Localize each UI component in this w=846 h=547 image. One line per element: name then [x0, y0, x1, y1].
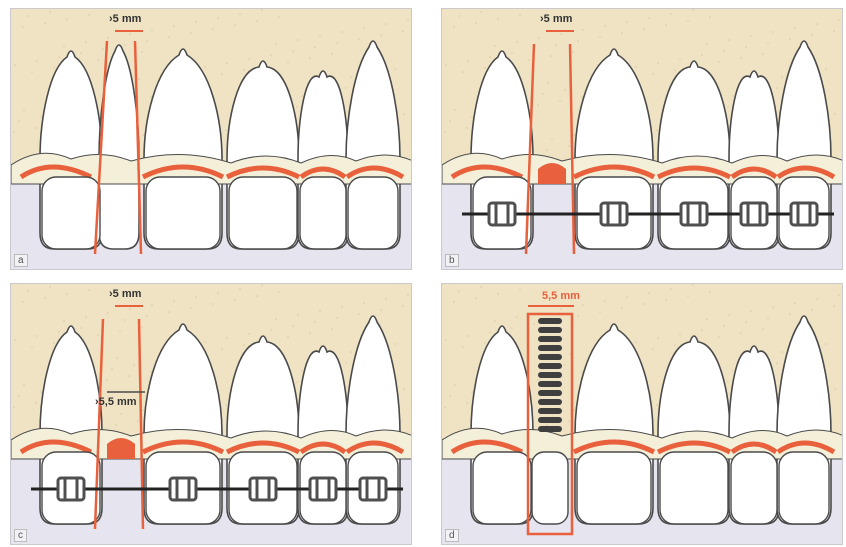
panel-a-illustration [11, 9, 412, 270]
panel-c-bracket-1 [58, 478, 84, 500]
panel-d-implant-width-label: 5,5 mm [542, 290, 580, 302]
panel-b-letter: b [445, 254, 459, 267]
panel-a-crown-6 [348, 177, 398, 249]
panel-c-bracket-4 [310, 478, 336, 500]
panel-a: ›5 mm a [10, 8, 412, 270]
panel-b-space-gingiva [538, 163, 566, 184]
panel-b-gap-measure-label: ›5 mm [540, 13, 572, 25]
panel-b-bracket-1 [489, 203, 515, 225]
panel-b-bracket-5 [791, 203, 817, 225]
panel-a-crown-4 [229, 177, 297, 249]
panel-c-space-gingiva [107, 438, 135, 459]
panel-d-crown-5 [731, 452, 777, 524]
panel-d: 5,5 mm d [441, 283, 843, 545]
panel-c-bracket-2 [170, 478, 196, 500]
panel-b-illustration [442, 9, 843, 270]
panel-c-letter: c [14, 529, 27, 542]
panel-c-gap-measure-label: ›5 mm [109, 288, 141, 300]
panel-b: ›5 mm b [441, 8, 843, 270]
panel-c: ›5 mm ›5,5 mm c [10, 283, 412, 545]
panel-a-crown-1 [42, 177, 100, 249]
panel-d-implant-crown [532, 452, 568, 524]
panel-a-crown-5 [300, 177, 346, 249]
panel-d-crown-1 [473, 452, 531, 524]
panel-d-crown-3 [577, 452, 651, 524]
panel-b-bracket-4 [741, 203, 767, 225]
panel-d-illustration [442, 284, 843, 545]
panel-a-crown-3 [146, 177, 220, 249]
panel-b-bracket-3 [681, 203, 707, 225]
panel-d-crown-4 [660, 452, 728, 524]
panel-b-bracket-2 [601, 203, 627, 225]
panel-c-bracket-5 [360, 478, 386, 500]
panel-c-bracket-3 [250, 478, 276, 500]
panel-c-illustration [11, 284, 412, 545]
panel-c-root-gap-measure-label: ›5,5 mm [95, 396, 137, 408]
panel-a-gap-measure-label: ›5 mm [109, 13, 141, 25]
panel-d-crown-6 [779, 452, 829, 524]
panel-d-letter: d [445, 529, 459, 542]
panel-a-letter: a [14, 254, 28, 267]
